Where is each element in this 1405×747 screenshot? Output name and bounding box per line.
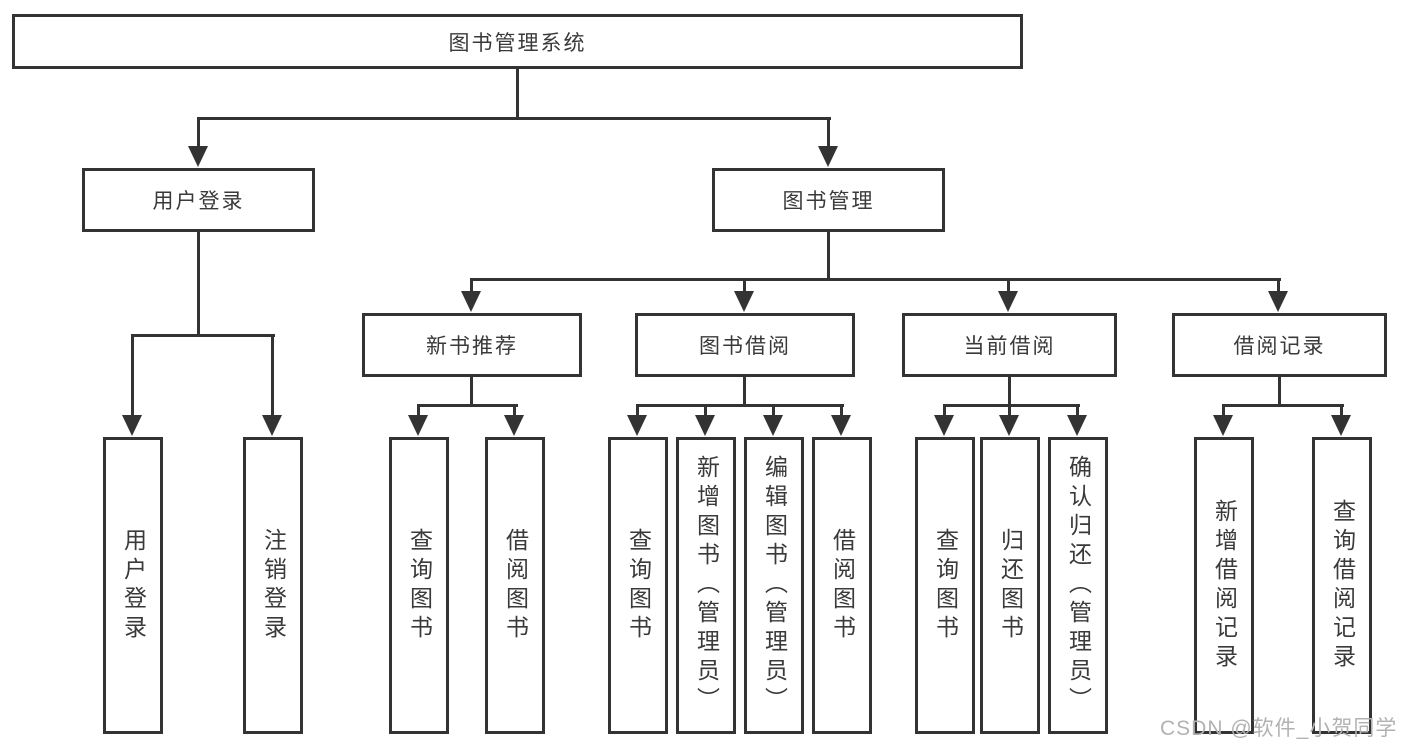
leaf-borrow-add-books-admin-label: 新增图书（管理员） (693, 455, 720, 716)
connector-to-new-book-line (470, 278, 473, 294)
leaf-current-confirm-return-admin-label: 确认归还（管理员） (1065, 455, 1092, 716)
csdn-watermark: CSDN @软件_小贺同学 (1160, 717, 1398, 740)
arrow-to-newbook-query-icon (408, 415, 428, 436)
arrow-to-borrow-add-icon (695, 415, 715, 436)
arrow-to-book-borrow-icon (734, 291, 754, 312)
node-book-management: 图书管理 (712, 168, 945, 232)
connector-root-branch-bar (197, 117, 831, 120)
leaf-borrow-edit-books-admin-label: 编辑图书（管理员） (761, 455, 788, 716)
node-current-borrow-label: 当前借阅 (963, 335, 1056, 358)
connector-to-newbook-borrow-line (513, 404, 516, 418)
leaf-newbook-borrow-books: 借阅图书 (485, 437, 545, 734)
node-user-login: 用户登录 (82, 168, 315, 232)
leaf-borrow-query-books: 查询图书 (608, 437, 668, 734)
connector-to-borrow-borrow-line (840, 404, 843, 418)
node-current-borrow: 当前借阅 (902, 313, 1117, 377)
arrow-to-current-query-icon (934, 415, 954, 436)
arrow-to-leaf-user-login-icon (122, 415, 142, 436)
arrow-to-borrow-edit-icon (763, 415, 783, 436)
node-borrow-record-label: 借阅记录 (1233, 335, 1326, 358)
arrow-to-current-confirm-icon (1067, 415, 1087, 436)
node-root-label: 图书管理系统 (448, 31, 587, 55)
connector-borrow-record-bar (1222, 404, 1344, 407)
connector-borrow-record-stub (1278, 377, 1281, 406)
leaf-borrow-borrow-books: 借阅图书 (812, 437, 872, 734)
leaf-borrow-add-books-admin: 新增图书（管理员） (676, 437, 736, 734)
arrow-to-user-login-icon (188, 146, 208, 167)
arrow-to-newbook-borrow-icon (504, 415, 524, 436)
leaf-record-add-borrow-record-label: 新增借阅记录 (1211, 498, 1238, 673)
leaf-current-query-books: 查询图书 (915, 437, 975, 734)
connector-new-book-stub (470, 377, 473, 406)
arrow-to-new-book-icon (461, 291, 481, 312)
leaf-record-query-borrow-record-label: 查询借阅记录 (1329, 498, 1356, 673)
connector-to-newbook-query-line (417, 404, 420, 418)
arrow-to-record-query-icon (1331, 415, 1351, 436)
connector-to-leaf-logout-line (271, 334, 274, 418)
leaf-borrow-borrow-books-label: 借阅图书 (829, 527, 856, 644)
leaf-record-add-borrow-record: 新增借阅记录 (1194, 437, 1254, 734)
connector-current-borrow-stub (1008, 377, 1011, 406)
leaf-user-login-label: 用户登录 (120, 527, 147, 644)
node-root: 图书管理系统 (12, 14, 1023, 69)
arrow-to-current-borrow-icon (998, 291, 1018, 312)
node-book-management-label: 图书管理 (782, 190, 875, 213)
arrow-to-book-management-icon (818, 146, 838, 167)
connector-to-user-login-line (197, 117, 200, 149)
node-borrow-record: 借阅记录 (1172, 313, 1387, 377)
connector-to-current-query-line (943, 404, 946, 418)
leaf-borrow-edit-books-admin: 编辑图书（管理员） (744, 437, 804, 734)
leaf-record-query-borrow-record: 查询借阅记录 (1312, 437, 1372, 734)
connector-book-management-stub (827, 232, 830, 279)
leaf-logout-label: 注销登录 (260, 527, 287, 644)
connector-to-current-borrow-line (1007, 278, 1010, 294)
leaf-logout: 注销登录 (243, 437, 303, 734)
connector-root-stub (516, 69, 519, 118)
connector-to-current-confirm-line (1076, 404, 1079, 418)
connector-book-management-bar (470, 278, 1281, 281)
leaf-current-return-books: 归还图书 (980, 437, 1040, 734)
leaf-current-return-books-label: 归还图书 (997, 527, 1024, 644)
node-book-borrow-label: 图书借阅 (699, 335, 791, 358)
node-user-login-label: 用户登录 (152, 190, 245, 213)
node-new-book-recommend: 新书推荐 (362, 313, 582, 377)
node-book-borrow: 图书借阅 (635, 313, 855, 377)
arrow-to-borrow-borrow-icon (831, 415, 851, 436)
connector-user-login-stub (197, 232, 200, 335)
leaf-newbook-query-books: 查询图书 (389, 437, 449, 734)
arrow-to-borrow-record-icon (1268, 291, 1288, 312)
connector-to-record-query-line (1340, 404, 1343, 418)
arrow-to-borrow-query-icon (627, 415, 647, 436)
connector-to-borrow-edit-line (772, 404, 775, 418)
leaf-current-confirm-return-admin: 确认归还（管理员） (1048, 437, 1108, 734)
connector-book-borrow-bar (636, 404, 844, 407)
connector-new-book-bar (417, 404, 518, 407)
connector-to-current-return-line (1008, 404, 1011, 418)
leaf-current-query-books-label: 查询图书 (932, 527, 959, 644)
arrow-to-leaf-logout-icon (262, 415, 282, 436)
leaf-newbook-borrow-books-label: 借阅图书 (502, 527, 529, 644)
leaf-user-login: 用户登录 (103, 437, 163, 734)
node-new-book-recommend-label: 新书推荐 (426, 335, 518, 358)
arrow-to-current-return-icon (999, 415, 1019, 436)
connector-book-borrow-stub (743, 377, 746, 406)
connector-user-login-bar (131, 334, 275, 337)
connector-to-book-management-line (827, 117, 830, 149)
connector-to-book-borrow-line (743, 278, 746, 294)
connector-current-borrow-bar (943, 404, 1080, 407)
connector-to-borrow-query-line (636, 404, 639, 418)
connector-to-record-add-line (1222, 404, 1225, 418)
leaf-newbook-query-books-label: 查询图书 (406, 527, 433, 644)
arrow-to-record-add-icon (1213, 415, 1233, 436)
connector-to-borrow-add-line (704, 404, 707, 418)
connector-to-borrow-record-line (1277, 278, 1280, 294)
leaf-borrow-query-books-label: 查询图书 (625, 527, 652, 644)
connector-to-leaf-user-login-line (131, 334, 134, 418)
